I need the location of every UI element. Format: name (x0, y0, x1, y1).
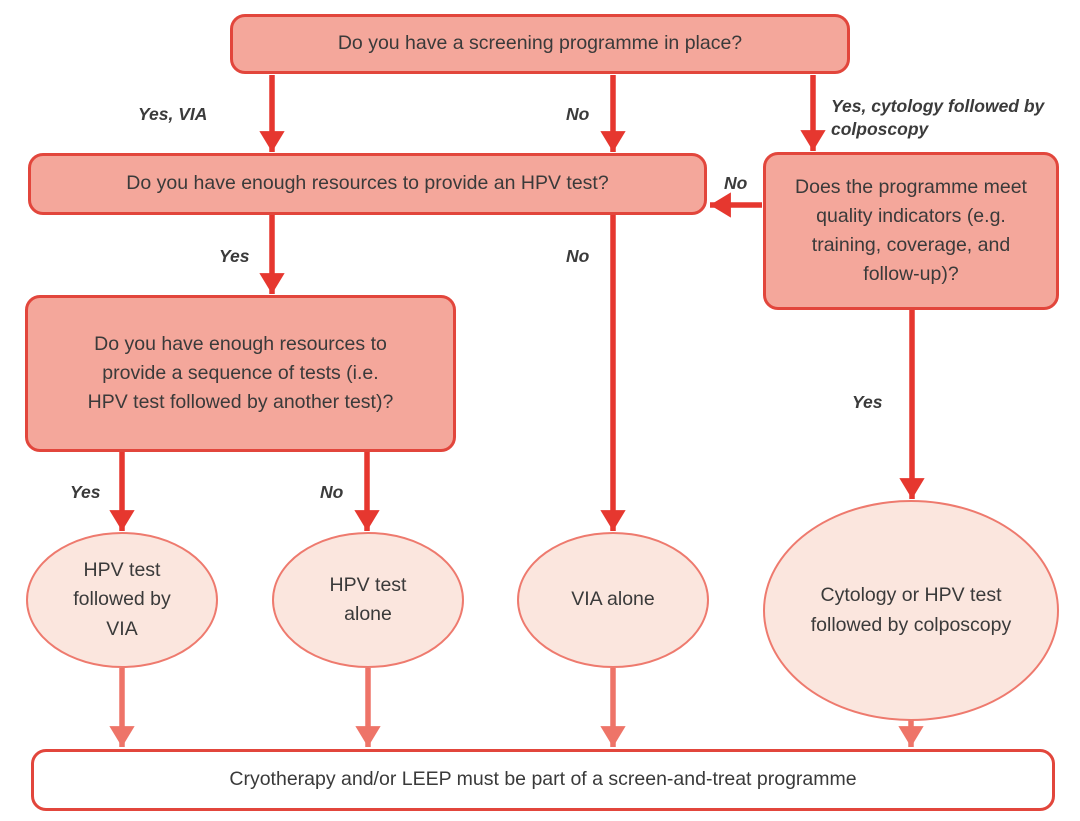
edge-label-yes-cytology-colposcopy: Yes, cytology followed by colposcopy (831, 96, 1045, 139)
node-treatment-statement: Cryotherapy and/or LEEP must be part of … (31, 749, 1055, 811)
node-outcome-cytology-colposcopy: Cytology or HPV test followed by colposc… (763, 500, 1059, 721)
edge-label-hpv-resources-yes: Yes (219, 246, 250, 266)
edge-label-yes-via: Yes, VIA (138, 104, 208, 124)
node-outcome-hpv-then-via: HPV test followed by VIA (26, 532, 218, 668)
node-outcome-via-alone: VIA alone (517, 532, 709, 668)
node-screening-question: Do you have a screening programme in pla… (230, 14, 850, 74)
edge-label-hpv-resources-no: No (566, 246, 590, 266)
edge-label-quality-yes: Yes (852, 392, 883, 412)
edge-label-quality-no: No (724, 173, 748, 193)
edge-label-no-screening: No (566, 104, 590, 124)
node-sequence-question: Do you have enough resources to provide … (25, 295, 456, 452)
edge-label-sequence-yes: Yes (70, 482, 101, 502)
node-quality-question: Does the programme meet quality indicato… (763, 152, 1059, 310)
node-hpv-resources-question: Do you have enough resources to provide … (28, 153, 707, 215)
node-outcome-hpv-alone: HPV test alone (272, 532, 464, 668)
edge-label-sequence-no: No (320, 482, 344, 502)
